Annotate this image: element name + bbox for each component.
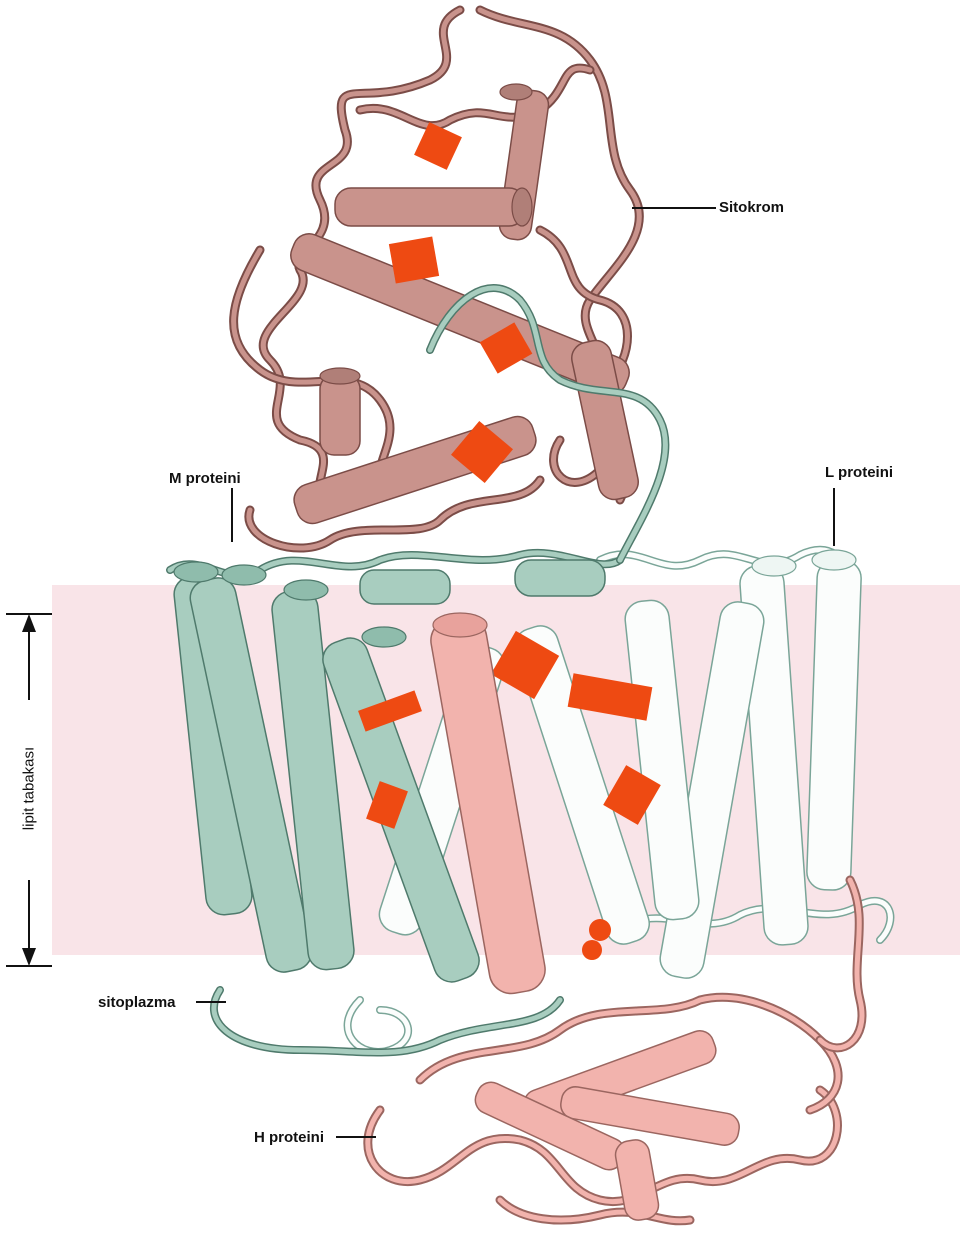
cytochrome-helix: [335, 188, 532, 226]
m-protein-loop: [214, 990, 560, 1053]
cofactor: [582, 940, 602, 960]
lipid-layer-label: lipit tabakası: [21, 734, 38, 844]
cofactor: [589, 919, 611, 941]
l-protein-label: L proteini: [825, 464, 893, 481]
h-protein-label: H proteini: [254, 1129, 324, 1146]
m-protein-label: M proteini: [169, 470, 241, 487]
heme-group: [389, 236, 439, 283]
cytochrome-helix: [320, 368, 360, 455]
heme-group: [414, 122, 462, 170]
cytochrome-subunit: [234, 10, 642, 548]
cytochrome-label: Sitokrom: [719, 199, 784, 216]
cytoplasm-label: sitoplazma: [98, 994, 176, 1011]
